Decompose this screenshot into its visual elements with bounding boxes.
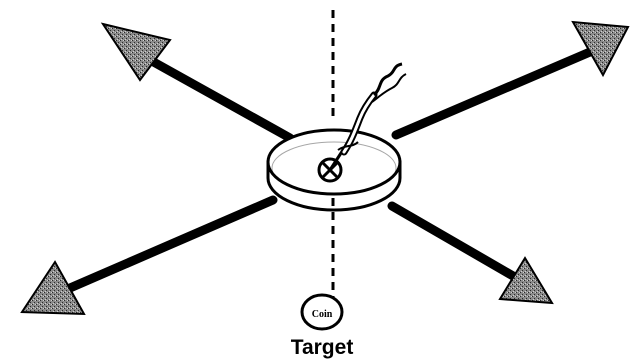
coin-label: Coin <box>312 309 333 320</box>
arrow-upper-right <box>396 22 628 135</box>
arrow-lower-left <box>22 200 273 314</box>
arrow-lower-right <box>392 206 552 303</box>
target-label: Target <box>280 336 364 360</box>
arrow-upper-left <box>103 24 290 138</box>
coin-target: Coin <box>302 295 342 329</box>
